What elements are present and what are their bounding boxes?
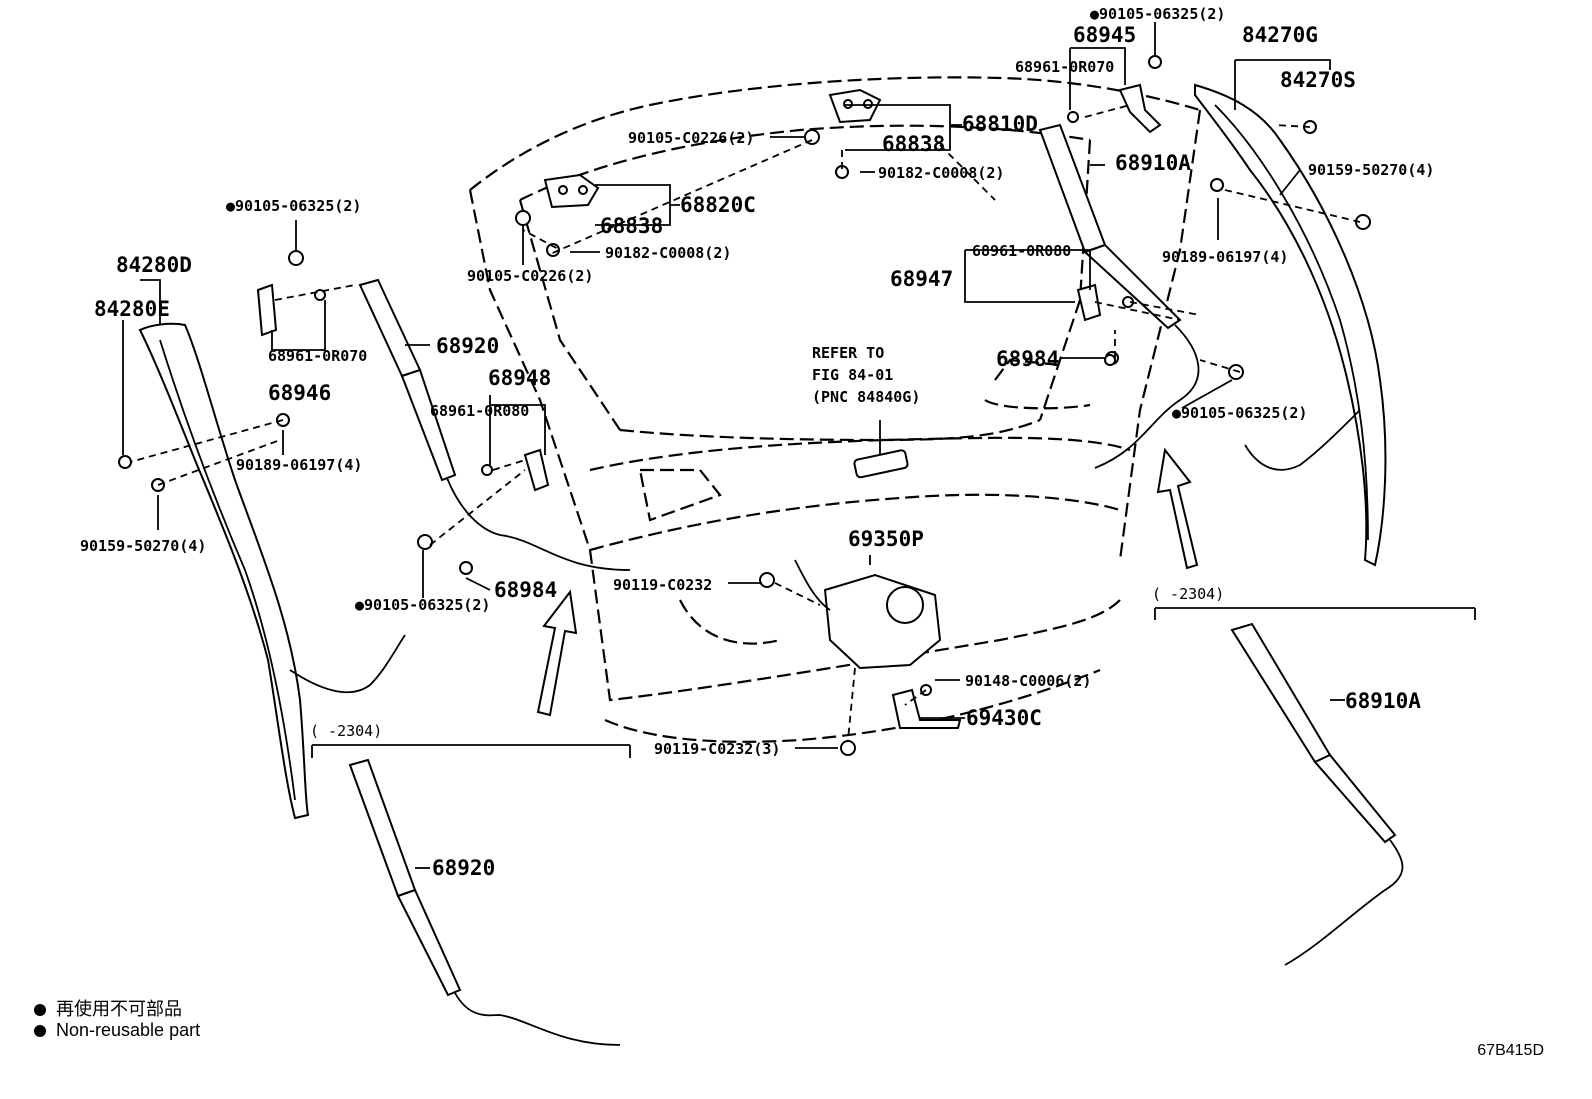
assembly-dash-lines xyxy=(129,104,1361,741)
label-90105-06325-left: ●90105-06325(2) xyxy=(226,197,361,215)
leader-lines xyxy=(122,22,1345,869)
label-90105-06325-right: ●90105-06325(2) xyxy=(1172,404,1307,422)
hinge-68810D xyxy=(828,88,882,124)
arrow-up-left xyxy=(536,589,578,717)
label-90189-06197-right: 90189-06197(4) xyxy=(1162,248,1288,266)
label-68947: 68947 xyxy=(890,267,953,291)
bullet-icon xyxy=(34,1025,46,1038)
label-range-left: ( -2304) xyxy=(310,722,382,740)
label-68820C: 68820C xyxy=(680,193,756,217)
strut-68910A-lower xyxy=(1230,622,1404,966)
label-refer-line1: REFER TO xyxy=(812,344,884,362)
label-90182-C0008-mid: 90182-C0008(2) xyxy=(605,244,731,262)
legend-jp: 再使用不可部品 xyxy=(34,995,182,1021)
trim-cover-right xyxy=(1194,83,1387,567)
label-90182-C0008-top: 90182-C0008(2) xyxy=(878,164,1004,182)
label-68961-0R070-top: 68961-0R070 xyxy=(1015,58,1114,76)
label-68910A-bottom: 68910A xyxy=(1345,689,1421,713)
label-90119-C0232-3: 90119-C0232(3) xyxy=(654,740,780,758)
trim-cover-left xyxy=(138,322,406,820)
strut-68920-lower xyxy=(348,758,621,1046)
label-90159-50270-left: 90159-50270(4) xyxy=(80,537,206,555)
label-refer-line3: (PNC 84840G) xyxy=(812,388,920,406)
strut-68920-upper xyxy=(358,278,631,571)
legend-en: Non-reusable part xyxy=(34,1020,200,1041)
label-68948: 68948 xyxy=(488,366,551,390)
label-90159-50270-right: 90159-50270(4) xyxy=(1308,161,1434,179)
lock-actuator-69350P xyxy=(794,559,942,670)
label-69350P: 69350P xyxy=(848,527,924,551)
label-90189-06197-left: 90189-06197(4) xyxy=(236,456,362,474)
label-90105-C0226-top: 90105-C0226(2) xyxy=(628,129,754,147)
label-68920-bottom: 68920 xyxy=(432,856,495,880)
hinge-68820C xyxy=(543,173,600,209)
label-range-right: ( -2304) xyxy=(1152,585,1224,603)
label-90105-C0226-mid: 90105-C0226(2) xyxy=(467,267,593,285)
bullet-icon xyxy=(34,1004,46,1017)
switch-refer-84840G xyxy=(853,420,909,479)
label-69430C: 69430C xyxy=(966,706,1042,730)
label-68838-top: 68838 xyxy=(882,132,945,156)
label-68910A-top: 68910A xyxy=(1115,151,1191,175)
label-90148-C0006: 90148-C0006(2) xyxy=(965,672,1091,690)
figure-code: 67B415D xyxy=(1477,1042,1544,1059)
label-68984-left: 68984 xyxy=(494,578,557,602)
legend-jp-text: 再使用不可部品 xyxy=(56,999,182,1019)
bracket-68948 xyxy=(523,448,550,492)
label-84270S: 84270S xyxy=(1280,68,1356,92)
striker-69430C xyxy=(891,688,962,729)
label-90105-06325-top: ●90105-06325(2) xyxy=(1090,5,1225,23)
label-90105-06325-bottom: ●90105-06325(2) xyxy=(355,596,490,614)
label-84280E: 84280E xyxy=(94,297,170,321)
label-84270G: 84270G xyxy=(1242,23,1318,47)
label-68984-right: 68984 xyxy=(996,347,1059,371)
label-68838-mid: 68838 xyxy=(600,214,663,238)
label-68946: 68946 xyxy=(268,381,331,405)
bracket-68945 xyxy=(1118,83,1162,134)
label-refer-line2: FIG 84-01 xyxy=(812,366,893,384)
bracket-68946 xyxy=(256,283,278,337)
label-68810D: 68810D xyxy=(962,112,1038,136)
label-68961-0R080-left: 68961-0R080 xyxy=(430,402,529,420)
legend-en-text: Non-reusable part xyxy=(56,1020,201,1040)
label-68961-0R070-left: 68961-0R070 xyxy=(268,347,367,365)
label-68945: 68945 xyxy=(1073,23,1136,47)
label-68961-0R080-right: 68961-0R080 xyxy=(972,242,1071,260)
label-84280D: 84280D xyxy=(116,253,192,277)
range-bracket-left xyxy=(311,744,631,758)
label-68920-top: 68920 xyxy=(436,334,499,358)
label-90119-C0232: 90119-C0232 xyxy=(613,576,712,594)
range-bracket-right xyxy=(1154,607,1476,620)
part-labels: ●90105-06325(2) 68945 84270G 68961-0R070… xyxy=(80,5,1434,880)
arrow-up-right xyxy=(1156,447,1199,570)
